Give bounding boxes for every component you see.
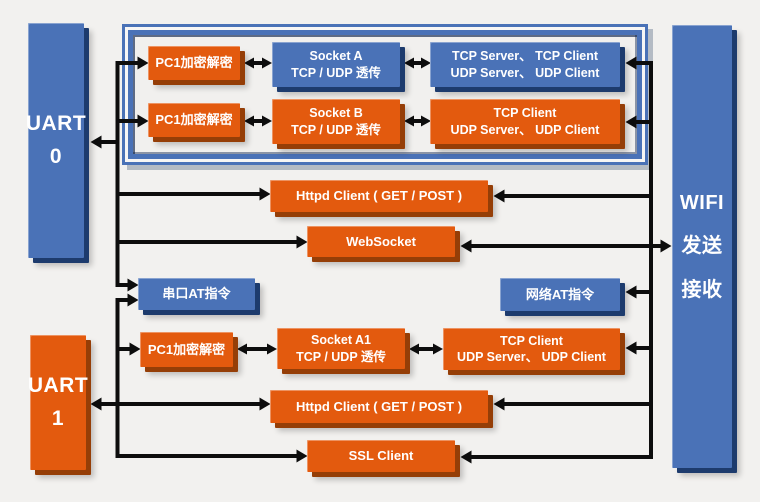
socket-a-subtitle: TCP / UDP 透传 [291, 65, 381, 80]
uart1-label: UART [27, 374, 89, 398]
pc1-encrypt-label: PC1加密解密 [155, 55, 233, 71]
pc1-encrypt-box-row2: PC1加密解密 [148, 103, 240, 137]
tcp-client-udp-box-row2: TCP Client UDP Server、 UDP Client [430, 99, 620, 144]
uart1-connectors [90, 293, 308, 463]
pc1-encrypt-label: PC1加密解密 [147, 341, 226, 357]
socket-chain-double-arrows [237, 57, 443, 355]
pc1-encrypt-box-row3: PC1加密解密 [140, 332, 233, 367]
socket-b-subtitle: TCP / UDP 透传 [291, 122, 381, 137]
tcp-udp-server-client-box: TCP Server、 TCP Client UDP Server、 UDP C… [430, 42, 620, 87]
net-row3-line1: TCP Client [500, 333, 563, 348]
network-at-command-label: 网络AT指令 [525, 286, 595, 302]
httpd-client-top-label: Httpd Client ( GET / POST ) [295, 188, 463, 204]
httpd-client-bottom-box: Httpd Client ( GET / POST ) [270, 390, 488, 423]
ssl-client-box: SSL Client [307, 440, 455, 472]
double-arrow [244, 115, 272, 127]
network-at-command-box: 网络AT指令 [500, 278, 620, 311]
uart0-number: 0 [49, 145, 63, 168]
pc1-encrypt-box-row1: PC1加密解密 [148, 46, 240, 80]
double-arrow [409, 343, 443, 355]
uart0-label: UART [25, 112, 87, 136]
net-row1-line1: TCP Server、 TCP Client [451, 49, 599, 63]
net-row1-line2: UDP Server、 UDP Client [450, 65, 600, 80]
wifi-connectors [460, 56, 672, 464]
serial-at-command-label: 串口AT指令 [162, 286, 231, 302]
wifi-block: WIFI 发送 接收 [672, 25, 732, 468]
websocket-box: WebSocket [307, 226, 455, 257]
uart1-number: 1 [51, 407, 65, 430]
socket-b-box: Socket B TCP / UDP 透传 [272, 99, 400, 144]
wifi-send-label: 发送 [681, 235, 723, 258]
net-row2-line2: UDP Server、 UDP Client [450, 122, 600, 137]
double-arrow [404, 115, 431, 127]
net-row3-line2: UDP Server、 UDP Client [457, 350, 606, 364]
uart1-block: UART 1 [27, 335, 89, 470]
uart0-block: UART 0 [25, 23, 87, 258]
socket-a1-subtitle: TCP / UDP 透传 [296, 349, 386, 364]
socket-b-title: Socket B [309, 106, 363, 120]
double-arrow [244, 57, 272, 69]
httpd-client-top-box: Httpd Client ( GET / POST ) [270, 180, 488, 212]
socket-a1-box: Socket A1 TCP / UDP 透传 [277, 328, 405, 369]
httpd-client-bottom-label: Httpd Client ( GET / POST ) [295, 398, 463, 414]
pc1-encrypt-label: PC1加密解密 [155, 112, 233, 128]
wifi-receive-label: 接收 [681, 278, 723, 301]
socket-a-title: Socket A [309, 49, 363, 63]
socket-a-box: Socket A TCP / UDP 透传 [272, 42, 400, 87]
socket-a1-title: Socket A1 [311, 333, 371, 347]
serial-at-command-box: 串口AT指令 [138, 278, 255, 310]
tcp-client-udp-box-row3: TCP Client UDP Server、 UDP Client [443, 328, 620, 370]
double-arrow [237, 343, 277, 355]
wifi-label: WIFI [679, 191, 725, 214]
ssl-client-label: SSL Client [348, 448, 414, 464]
double-arrow [404, 57, 431, 69]
uart0-connectors [90, 56, 308, 292]
websocket-label: WebSocket [346, 233, 416, 249]
net-row2-line1: TCP Client [493, 106, 557, 120]
